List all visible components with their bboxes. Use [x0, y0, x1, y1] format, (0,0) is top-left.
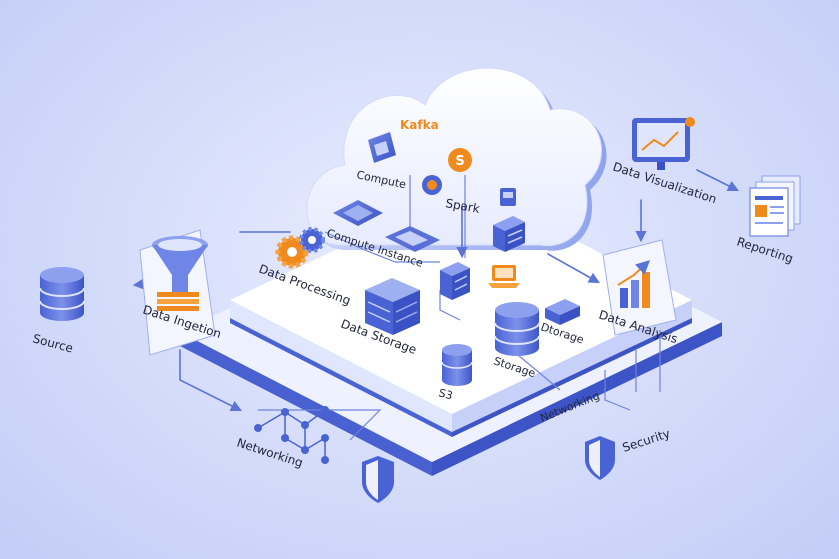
label-spark: Spark	[444, 196, 480, 216]
label-reporting: Reporting	[735, 235, 795, 266]
laptop-icon	[488, 265, 520, 288]
gears-icon	[275, 227, 325, 269]
documents-icon	[749, 175, 801, 237]
bar-chart-icon	[617, 260, 651, 308]
flow-lines	[132, 169, 740, 441]
label-source: Source	[31, 331, 74, 355]
small-server-icon	[440, 262, 470, 300]
spark-icon: S	[448, 148, 472, 172]
shield-icon	[362, 456, 394, 503]
label-s3: S3	[437, 386, 454, 402]
server-stack-icon	[365, 278, 420, 335]
bucket-icon	[441, 344, 473, 386]
database-icon	[39, 267, 85, 321]
label-security: Security	[621, 426, 672, 455]
svg-text:S: S	[455, 154, 464, 169]
label-networking-bottom: Networking	[235, 436, 305, 471]
analysis-panel	[602, 239, 677, 336]
node-icon	[500, 188, 516, 206]
storage-database-icon	[494, 302, 540, 356]
compute-instance-panel	[385, 226, 440, 252]
drive-icon	[545, 299, 580, 325]
label-kafka: Kafka	[400, 118, 439, 132]
cloud-server-icon	[493, 216, 525, 252]
compute-cube-icon	[368, 132, 396, 163]
security-shield-icon	[585, 436, 615, 480]
chip-icon	[333, 200, 383, 226]
monitor-icon	[632, 117, 695, 170]
main-platform	[230, 186, 692, 437]
network-graph-icon	[254, 406, 349, 464]
funnel-icon	[152, 236, 208, 311]
spark-flame-icon	[422, 175, 442, 195]
